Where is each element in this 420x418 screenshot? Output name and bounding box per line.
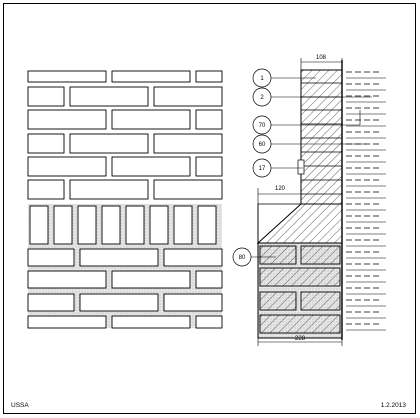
brick (27, 133, 65, 154)
lower-brick-courses (27, 205, 223, 329)
section-brick (300, 245, 341, 265)
callout-80: 80 (232, 247, 276, 267)
brick (27, 248, 75, 267)
brick (69, 179, 149, 200)
callout-17-label: 17 (259, 166, 266, 172)
dimension-ledge: 120 (257, 186, 302, 204)
brick (195, 70, 223, 83)
callout-70: 70 (252, 110, 361, 135)
brick (195, 109, 223, 130)
section-brick (300, 291, 341, 311)
brick (195, 315, 223, 329)
header-brick (77, 205, 97, 245)
date-label: 1.2.2013 (381, 402, 407, 409)
section-brick (259, 267, 341, 287)
callout-2-label: 2 (260, 95, 264, 101)
brick (153, 86, 223, 107)
callout-1: 1 (252, 68, 316, 88)
section-brick (259, 314, 341, 334)
brick (111, 315, 191, 329)
brick (27, 315, 107, 329)
header-brick (149, 205, 169, 245)
brick-elevation (27, 70, 223, 329)
section-brick (259, 291, 297, 311)
callout-60: 60 (252, 134, 366, 154)
header-brick (53, 205, 73, 245)
dimension-top-label: 108 (316, 55, 327, 61)
brick (163, 293, 223, 312)
upper-brick-courses (27, 70, 223, 200)
callout-70-label: 70 (259, 123, 266, 129)
lower-wall-bricks (259, 245, 341, 334)
brick (153, 179, 223, 200)
brick (27, 109, 107, 130)
brick (79, 293, 159, 312)
brick (69, 133, 149, 154)
brick (27, 179, 65, 200)
brick (153, 133, 223, 154)
brick (27, 70, 107, 83)
section-brick (259, 245, 297, 265)
sheet-border (3, 3, 416, 414)
brick (27, 270, 107, 289)
brick (27, 293, 75, 312)
brick (111, 156, 191, 177)
brick (195, 156, 223, 177)
callout-60-label: 60 (259, 142, 266, 148)
notch (297, 159, 305, 175)
org-label: USSA (11, 402, 29, 409)
brick (27, 86, 65, 107)
callout-80-label: 80 (239, 255, 246, 261)
callout-1-label: 1 (260, 76, 264, 82)
header-brick (125, 205, 145, 245)
header-brick (101, 205, 121, 245)
exterior-cladding (346, 71, 386, 331)
brick (111, 109, 191, 130)
dimension-bottom: 228 (257, 336, 343, 346)
callout-17: 17 (252, 158, 303, 178)
upper-wall-hatched (300, 69, 343, 205)
brick (69, 86, 149, 107)
dimension-bottom-label: 228 (295, 336, 306, 342)
brick (163, 248, 223, 267)
header-brick (29, 205, 49, 245)
dimension-top: 108 (300, 55, 343, 72)
upper-mortar-joints (297, 82, 342, 195)
brick (79, 248, 159, 267)
wall-section: 108 120 228 1 2 (232, 55, 386, 346)
brick (111, 70, 191, 83)
brick (195, 270, 223, 289)
header-brick (173, 205, 193, 245)
brick (111, 270, 191, 289)
callout-2: 2 (252, 87, 372, 107)
ledge-wedge-hatched (256, 203, 343, 244)
header-brick (197, 205, 217, 245)
dimension-ledge-label: 120 (275, 186, 286, 192)
brick (27, 156, 107, 177)
